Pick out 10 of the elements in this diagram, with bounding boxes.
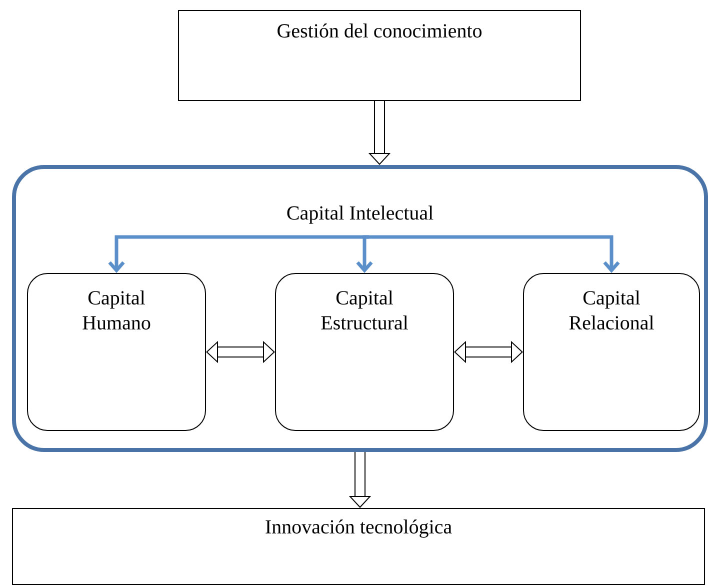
block-arrow xyxy=(206,340,275,364)
heading: Capital Intelectual xyxy=(287,206,434,224)
arrow xyxy=(356,235,373,273)
process-box: Capital Estructural xyxy=(275,273,454,431)
block-arrow xyxy=(454,340,523,364)
process-box: Capital Relacional xyxy=(523,273,700,431)
arrow xyxy=(369,235,620,273)
process-box: Gestión del conocimiento xyxy=(178,10,581,101)
process-box: Capital Humano xyxy=(27,273,206,431)
process-box: Innovación tecnológica xyxy=(12,508,706,585)
